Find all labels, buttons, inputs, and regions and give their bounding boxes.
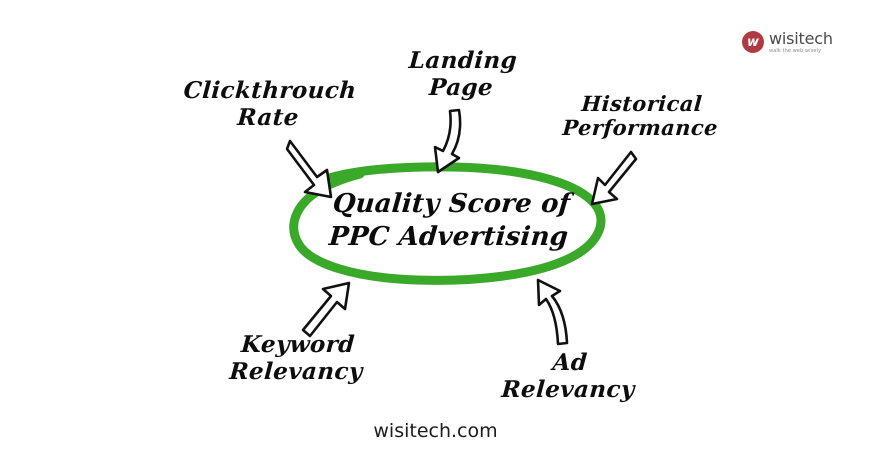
arrow-ad-relevancy <box>536 278 569 346</box>
arrow-historical-performance <box>590 150 638 206</box>
center-node-label: Quality Score of PPC Advertising <box>327 189 572 253</box>
arrow-keyword-relevancy <box>301 281 351 338</box>
wisitech-logo-name: wisitech <box>769 28 833 48</box>
wisitech-logo-mark-icon: w <box>742 31 764 53</box>
footer-website-url: wisitech.com <box>373 420 498 442</box>
wisitech-logo: w wisitech walk the web wisely <box>742 25 852 59</box>
wisitech-logo-text: wisitech walk the web wisely <box>769 28 833 54</box>
factor-label-ad-relevancy: Ad Relevancy <box>500 349 636 403</box>
arrow-clickthrough-rate <box>285 139 333 199</box>
factor-label-keyword-relevancy: Keyword Relevancy <box>228 331 364 385</box>
wisitech-logo-tagline: walk the web wisely <box>769 47 822 54</box>
factor-label-historical-performance: Historical Performance <box>561 91 719 141</box>
center-ellipse <box>289 162 606 285</box>
factor-label-clickthrough-rate: Clickthrouch Rate <box>182 77 358 131</box>
factor-label-landing-page: Landing Page <box>407 47 519 101</box>
arrow-landing-page <box>433 108 462 174</box>
